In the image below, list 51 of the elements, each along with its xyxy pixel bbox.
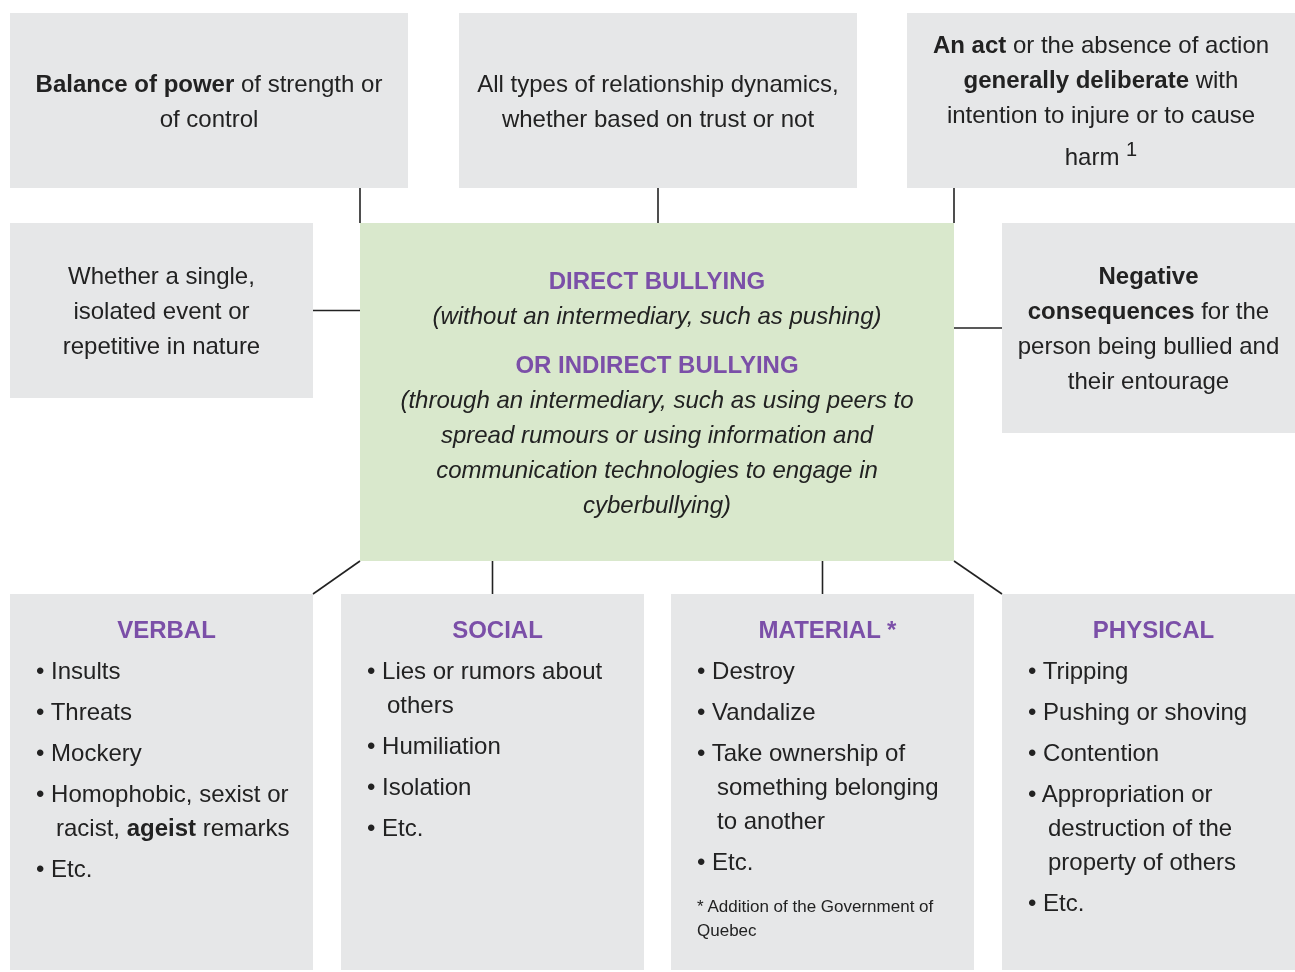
connector-line: [491, 560, 494, 595]
info-box: [10, 594, 313, 970]
heading: PHYSICAL: [1091, 615, 1216, 645]
description: (through an intermediary, such as using peers to spread rumours or using information and communication technologies to engage in cyberbullying): [399, 384, 915, 520]
list-item: • Vandalize: [697, 697, 817, 727]
list-item: • Humiliation: [367, 731, 502, 761]
description: Whether a single, isolated event or repetitive in nature: [61, 261, 262, 361]
connector-line: [359, 187, 361, 224]
heading: OR INDIRECT BULLYING: [515, 349, 799, 380]
list-item: • Mockery: [36, 738, 143, 768]
connector-line: [953, 187, 955, 224]
list-item: • Contention: [1028, 738, 1161, 768]
description: Balance of power of strength or of control: [34, 68, 384, 134]
central-box: [360, 223, 954, 561]
connector-line: [312, 560, 361, 595]
list-item: • Insults: [36, 656, 122, 686]
list-item: • Lies or rumors about others: [367, 656, 604, 720]
description: An act or the absence of action generally deliberate with intention to injure or to cause harm $^{1}$: [931, 30, 1271, 172]
info-box: [671, 594, 974, 970]
info-box: [459, 13, 857, 188]
info-box: [10, 223, 313, 398]
info-box: [341, 594, 644, 970]
list-item: • Isolation: [367, 772, 473, 802]
connector-line: [821, 560, 824, 595]
info-box: [1002, 223, 1295, 433]
list-item: • Etc.: [367, 813, 425, 843]
list-item: • Appropriation or destruction of the property of others: [1028, 779, 1238, 877]
list-item: • Take ownership of something belonging to another: [697, 738, 940, 836]
list-item: • Threats: [36, 697, 133, 727]
info-box: [1002, 594, 1295, 970]
info-box: [907, 13, 1295, 188]
description: (without an intermediary, such as pushing): [432, 300, 882, 331]
list-item: • Tripping: [1028, 656, 1130, 686]
list-item: • Destroy: [697, 656, 796, 686]
list-item: • Pushing or shoving: [1028, 697, 1249, 727]
list-item: • Etc.: [1028, 888, 1086, 918]
footnote: * Addition of the Government of Quebec: [697, 896, 935, 942]
connector-line: [953, 560, 1003, 595]
connector-line: [657, 187, 659, 224]
connector-line: [953, 327, 1003, 329]
heading: VERBAL: [116, 615, 217, 645]
heading: SOCIAL: [451, 615, 544, 645]
list-item: • Etc.: [697, 847, 755, 877]
info-box: [10, 13, 408, 188]
description: Negative consequences for the person being bullied and their entourage: [1016, 261, 1281, 396]
heading: MATERIAL *: [757, 615, 898, 645]
connector-line: [312, 309, 361, 312]
heading: DIRECT BULLYING: [548, 265, 766, 296]
description: All types of relationship dynamics, whether based on trust or not: [476, 68, 840, 134]
list-item: • Etc.: [36, 854, 94, 884]
list-item: • Homophobic, sexist or racist, ageist remarks: [36, 779, 291, 843]
